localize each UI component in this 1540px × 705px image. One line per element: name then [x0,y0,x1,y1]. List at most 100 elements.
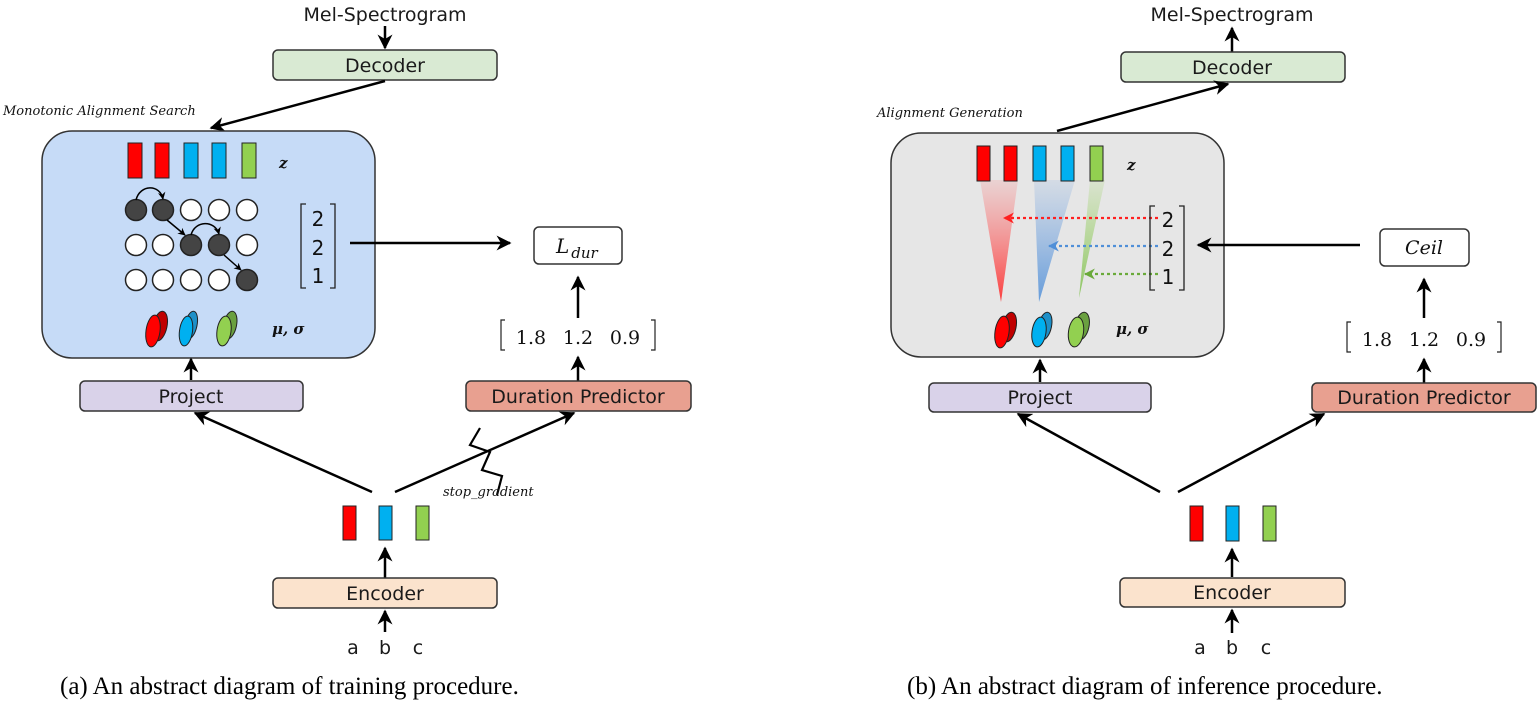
duration-predictor-label: Duration Predictor [1337,387,1511,409]
hidden-bar-blue [1225,505,1240,542]
arrow-hidden-to-duration-predictor [394,411,576,494]
project-label: Project [1007,387,1072,409]
arrow-hidden-to-project [193,411,373,494]
predicted-duration: 1.2 [563,327,593,349]
predicted-duration: 1.2 [1409,329,1439,351]
alignment-generation-label: Alignment Generation [876,106,1023,121]
alignment-node [235,233,259,257]
duration-value: 2 [1162,208,1175,232]
arrow-hidden-to-duration-predictor [1177,412,1326,494]
mu-sigma-label: μ, σ [272,320,305,338]
predicted-duration: 0.9 [610,327,640,349]
alignment-node [124,233,148,257]
duration-value: 1 [312,264,325,288]
stop-gradient-label: stop_gradient [443,485,534,500]
alignment-node [124,268,148,292]
alignment-node-active [179,233,203,257]
z-label: z [1126,156,1136,174]
alignment-node [179,198,203,222]
input-token: a [347,637,359,659]
loss-box [533,226,623,265]
z-bar-blue [211,142,227,179]
z-bar-green [241,142,257,179]
project-box [928,382,1152,413]
caption-a: (a) An abstract diagram of training proc… [60,673,519,700]
input-token: c [1261,637,1271,659]
project-label: Project [158,386,223,408]
alignment-grid [124,198,259,292]
latent-z-bars [127,142,257,179]
alignment-node [151,233,175,257]
path-arrow [166,219,186,236]
duration-predictor-box [1311,382,1537,413]
predicted-duration-vector: 1.8 1.2 0.9 [500,319,656,351]
mu-sigma-ellipses [145,310,238,348]
alignment-path [135,187,242,271]
alignment-node [207,268,231,292]
decoder-box [272,49,498,81]
mel-spectrogram-label: Mel-Spectrogram [1151,4,1314,26]
alignment-node-active [207,233,231,257]
predicted-duration: 1.8 [1362,329,1392,351]
mu-sigma-ellipses [994,311,1090,349]
hidden-bar-blue [378,505,393,541]
encoder-box [272,577,498,609]
ceil-box [1379,228,1470,267]
path-arrow [223,254,242,271]
z-bar-red [154,142,170,179]
duration-predictor-box [465,380,692,412]
z-bar-blue [1060,145,1075,182]
latent-z-bars [976,145,1104,182]
input-token: b [379,637,391,659]
mu-sigma-label: μ, σ [1116,320,1149,338]
input-token: b [1226,637,1238,659]
path-arrow [135,187,166,201]
hidden-bar-red [342,505,357,541]
hidden-representation-bars [342,505,430,541]
decoder-label: Decoder [1192,57,1272,79]
hidden-bar-green [415,505,430,541]
duration-vector: 2 2 1 [300,203,336,289]
input-token: a [1194,637,1206,659]
duration-value: 2 [1162,237,1175,261]
mas-label: Monotonic Alignment Search [2,104,196,119]
duration-vector: 2 2 1 [1149,205,1185,291]
alignment-node-active [235,268,259,292]
stop-gradient-icon [468,427,504,496]
z-bar-red [127,142,143,179]
project-box [79,380,304,412]
alignment-node-active [151,198,175,222]
ceil-label: Ceil [1405,237,1443,259]
z-label: z [278,154,288,172]
mel-spectrogram-label: Mel-Spectrogram [304,4,467,26]
arrow-z-to-decoder [1056,80,1230,133]
arrow-hidden-to-project [1016,412,1161,494]
hidden-bar-green [1262,505,1277,542]
duration-value: 2 [312,236,325,260]
decoder-box [1120,51,1346,83]
inference-diagram: Mel-Spectrogram Decoder Alignment Genera… [876,4,1537,700]
hidden-representation-bars [1189,505,1277,542]
duration-value: 2 [312,207,325,231]
z-bar-blue [183,142,199,179]
path-arrow [190,222,221,236]
expansion-cone-red [980,180,1018,302]
z-bar-blue [1032,145,1047,182]
alignment-node [207,198,231,222]
predicted-duration: 1.8 [516,327,546,349]
predicted-duration: 0.9 [1456,329,1486,351]
duration-predictor-label: Duration Predictor [491,386,665,408]
alignment-node-active [124,198,148,222]
hidden-bar-red [1189,505,1204,542]
encoder-label: Encoder [1193,582,1271,604]
alignment-node [151,268,175,292]
input-token: c [413,637,423,659]
decoder-label: Decoder [345,55,425,77]
predicted-duration-vector: 1.8 1.2 0.9 [1346,321,1502,353]
z-bar-green [1089,145,1104,182]
alignment-node [179,268,203,292]
caption-b: (b) An abstract diagram of inference pro… [907,673,1382,700]
training-diagram: Mel-Spectrogram Decoder Monotonic Alignm… [2,4,692,700]
